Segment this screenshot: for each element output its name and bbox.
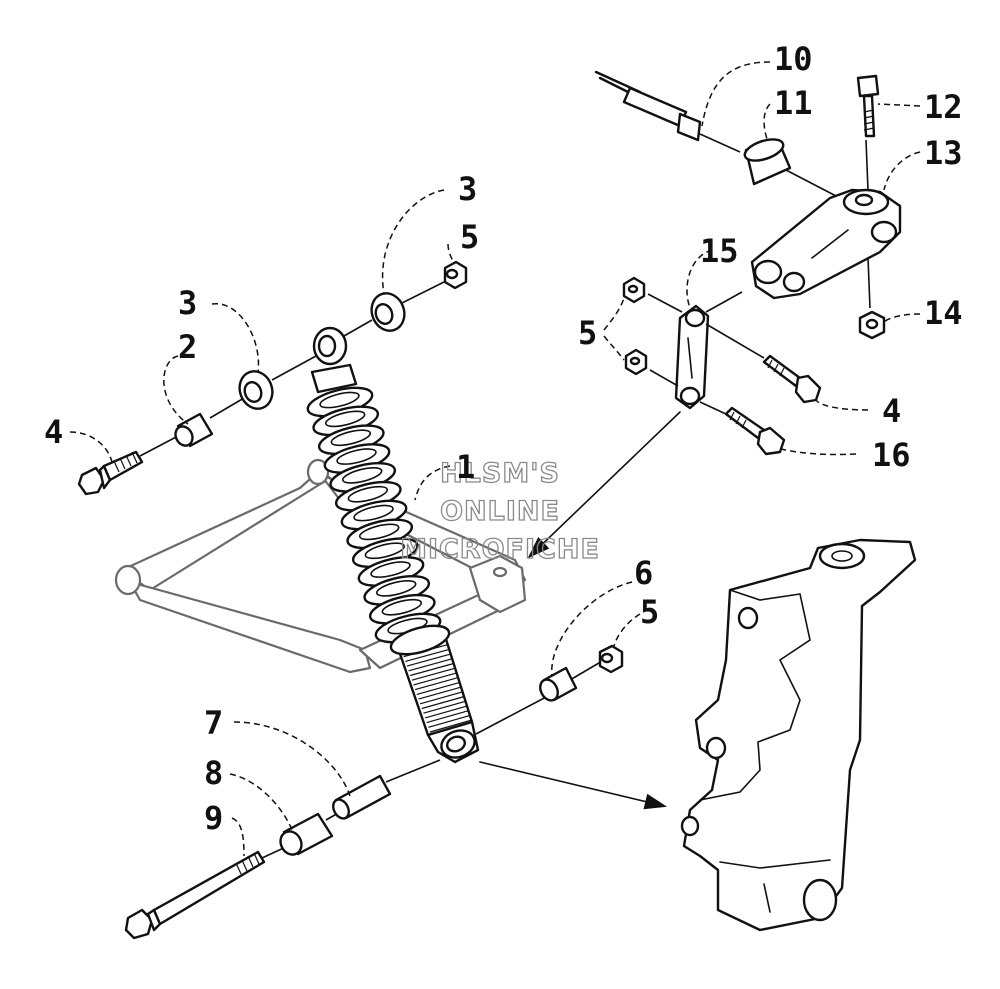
shock-body-rib	[423, 700, 467, 714]
bolt-9	[124, 850, 266, 940]
shock-body-rib	[405, 648, 450, 662]
callout-5-lower: 5	[640, 593, 659, 631]
callout-11: 11	[774, 84, 813, 122]
shock-body-rib	[418, 686, 462, 700]
shock-body-rib	[428, 714, 471, 728]
shock-body-rib	[426, 710, 470, 724]
callout-12: 12	[924, 88, 963, 126]
callout-3-left: 3	[178, 284, 197, 322]
assembly-arrows	[479, 411, 681, 810]
nut-5-link-lower	[624, 348, 679, 387]
spring-coil-inner	[347, 485, 389, 503]
bolt-12	[856, 74, 880, 138]
spring-coil-inner	[319, 391, 360, 409]
shock-body-rib	[406, 653, 451, 667]
callout-15: 15	[700, 232, 739, 270]
tie-rod-link-15	[674, 304, 710, 410]
spring-coil-inner	[370, 561, 411, 578]
callout-7: 7	[204, 704, 223, 742]
callout-4-left: 4	[44, 413, 63, 451]
bushing-8	[279, 812, 334, 856]
bushing-3-left	[238, 370, 274, 410]
callout-2: 2	[178, 328, 197, 366]
callout-14: 14	[924, 294, 963, 332]
nut-5-lower	[598, 644, 624, 674]
shock-body-rib	[419, 691, 463, 705]
nut-5-link-upper	[622, 276, 683, 313]
callout-10: 10	[774, 40, 813, 78]
callout-4-right: 4	[882, 392, 901, 430]
callout-13: 13	[924, 134, 963, 172]
bushing-3-right	[370, 292, 406, 332]
spring-coil-inner	[364, 542, 406, 560]
nut-5-upper	[443, 260, 468, 290]
bushing-2	[174, 412, 214, 448]
bolt-4-left	[77, 450, 144, 496]
callouts: 1 2 3 3 4 4 5 5 5 6 7 8 9 10 11 12 13 14…	[44, 40, 963, 837]
spring-coil-inner	[330, 429, 372, 447]
callout-16: 16	[872, 436, 911, 474]
bushing-11	[743, 138, 837, 197]
steering-shaft	[594, 70, 741, 153]
lower-shock-axis	[261, 659, 605, 859]
shock-body-rib	[416, 681, 460, 695]
watermark-line2: ONLINE	[440, 496, 560, 527]
callout-9: 9	[204, 799, 223, 837]
a-arm-ghost	[114, 458, 527, 674]
spring-coil-inner	[324, 410, 366, 428]
callout-5-link: 5	[578, 314, 597, 352]
bolt-4-right	[705, 323, 822, 404]
callout-8: 8	[204, 754, 223, 792]
callout-5-upper: 5	[460, 218, 479, 256]
callout-1: 1	[456, 448, 475, 486]
nut-14	[858, 310, 886, 340]
shock-body-rib	[415, 677, 459, 691]
watermark: HLSM'S ONLINE MICROFICHE	[399, 457, 600, 565]
shock-absorber	[306, 326, 480, 764]
shock-body-rib	[411, 667, 456, 681]
shock-body-rib	[408, 658, 453, 672]
watermark-line1: HLSM'S	[440, 458, 560, 489]
watermark-line3: MICROFICHE	[400, 534, 600, 565]
upper-shock-axis	[139, 281, 445, 457]
callout-6: 6	[634, 554, 653, 592]
bolt-16	[699, 401, 786, 456]
leader-lines	[69, 61, 921, 857]
spring-coil-inner	[358, 523, 400, 541]
shock-body-rib	[429, 719, 473, 733]
spring-coil-inner	[341, 466, 383, 484]
spring-coil-inner	[381, 598, 423, 616]
spring-coil-inner	[375, 579, 417, 597]
shock-body-rib	[410, 662, 454, 677]
steering-knuckle	[680, 538, 917, 932]
shock-body-rib	[421, 695, 465, 710]
spring-coil-inner	[336, 448, 377, 465]
pitman-arm-13	[705, 139, 902, 313]
sleeve-7	[332, 774, 392, 820]
shock-body-rib	[413, 672, 457, 686]
spring-coil-inner	[353, 504, 394, 522]
callout-3-right: 3	[458, 170, 477, 208]
shock-body-rib	[424, 705, 468, 719]
